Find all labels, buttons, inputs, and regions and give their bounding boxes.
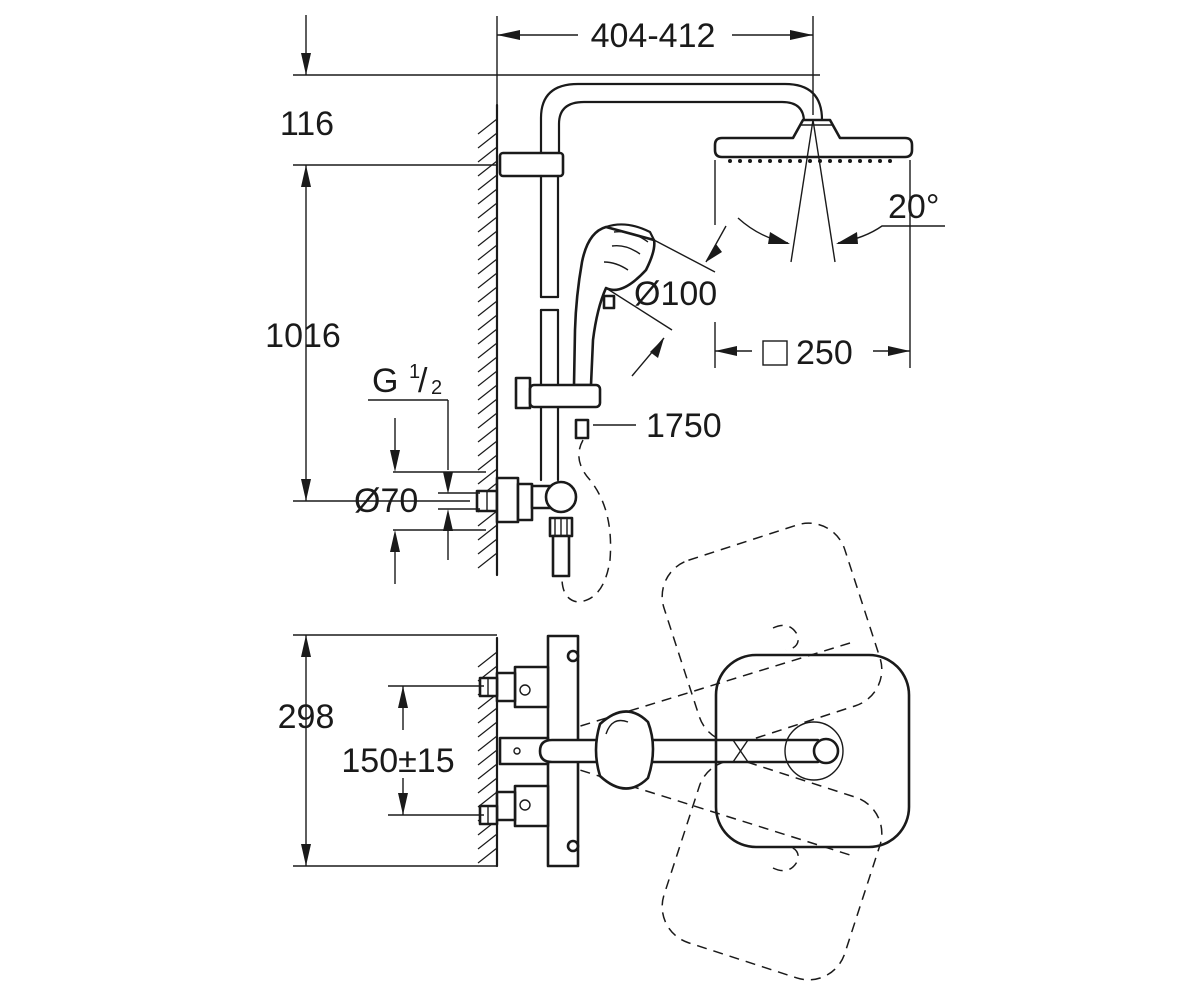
nozzle-dot: [828, 159, 832, 163]
nozzle-dot: [878, 159, 882, 163]
wall-hatch-line: [477, 833, 498, 850]
nozzle-dot: [888, 159, 892, 163]
dim-hose-length: 1750: [646, 407, 722, 445]
square-symbol: [762, 340, 788, 366]
wall-hatch-line: [477, 286, 498, 303]
nozzle-dot: [868, 159, 872, 163]
wall-hatch-line: [477, 426, 498, 443]
mixer-valve: [475, 476, 578, 578]
dim-spray-angle: 20°: [888, 188, 939, 226]
wall-hatch-line: [477, 272, 498, 289]
shower-arm: [539, 82, 824, 160]
wall-hatch-line: [477, 412, 498, 429]
wall-hatch-line: [477, 146, 498, 163]
nozzle-dot: [768, 159, 772, 163]
dim-top-offset: 116: [280, 105, 334, 143]
wall-bracket: [498, 151, 565, 178]
wall-hatch-line: [477, 651, 498, 668]
wall-hatch-line: [477, 777, 498, 794]
wall-hatch-line: [477, 258, 498, 275]
nozzle-dot: [758, 159, 762, 163]
wall-lower: [477, 636, 499, 868]
shower-holder: [514, 376, 602, 440]
nozzle-dot: [738, 159, 742, 163]
wall-hatch-line: [477, 749, 498, 766]
wall-hatch-line: [477, 510, 498, 527]
head-swivel-ghost: [547, 522, 883, 981]
dim-thread-num: 1: [409, 361, 420, 383]
nozzle-dot: [728, 159, 732, 163]
plan-hand-shower: [594, 710, 655, 790]
dim-thread-g: G: [372, 362, 398, 400]
dim-escutcheon: Ø70: [354, 482, 418, 520]
wall-hatch-line: [477, 384, 498, 401]
wall-hatch-line: [477, 370, 498, 387]
wall-hatch-line: [477, 342, 498, 359]
wall-hatch-line: [477, 328, 498, 345]
dim-inlet-spacing: 150±15: [341, 742, 454, 780]
nozzle-dot: [808, 159, 812, 163]
wall-hatch-line: [477, 735, 498, 752]
wall-hatch-line: [477, 707, 498, 724]
riser-rail: [539, 174, 560, 482]
wall-hatch-line: [477, 454, 498, 471]
plan-riser-arm: [513, 738, 825, 764]
wall-hatch-line: [477, 468, 498, 485]
wall-hatch-line: [477, 847, 498, 864]
wall-hatch-line: [477, 552, 498, 569]
wall-hatch-line: [477, 314, 498, 331]
wall-hatch-line: [477, 216, 498, 233]
dim-rail-height: 1016: [265, 317, 341, 355]
shower-head: [713, 118, 914, 163]
wall-hatch-line: [477, 721, 498, 738]
nozzle-dot: [858, 159, 862, 163]
nozzle-dot: [848, 159, 852, 163]
plan-shower-head: [714, 653, 911, 849]
wall-hatch-line: [477, 132, 498, 149]
dim-head-square: 250: [796, 334, 853, 372]
wall-hatch-line: [477, 440, 498, 457]
dim-thread-slash: /: [418, 362, 428, 400]
wall-hatch-line: [477, 202, 498, 219]
wall-hatch-line: [477, 356, 498, 373]
wall-hatch-line: [477, 791, 498, 808]
dim-hand-shower: Ø100: [634, 275, 717, 313]
wall-hatch-line: [477, 188, 498, 205]
wall-hatch-line: [477, 160, 498, 177]
nozzle-dot: [798, 159, 802, 163]
nozzle-dot: [778, 159, 782, 163]
wall-hatch-line: [477, 118, 498, 135]
nozzle-dot: [788, 159, 792, 163]
wall-hatch-line: [477, 174, 498, 191]
nozzle-dot: [748, 159, 752, 163]
nozzle-dot: [838, 159, 842, 163]
wall-hatch-line: [477, 538, 498, 555]
dim-arm-reach: 404-412: [591, 17, 716, 55]
wall-hatch-line: [477, 300, 498, 317]
wall-hatch-line: [477, 244, 498, 261]
hand-shower: [572, 223, 656, 387]
dim-thread-den: 2: [431, 377, 442, 399]
wall-hatch-line: [477, 398, 498, 415]
dim-body-height: 298: [278, 698, 335, 736]
hose: [561, 439, 612, 603]
wall-hatch-line: [477, 763, 498, 780]
wall-hatch-line: [477, 230, 498, 247]
wall-hatch-line: [477, 524, 498, 541]
